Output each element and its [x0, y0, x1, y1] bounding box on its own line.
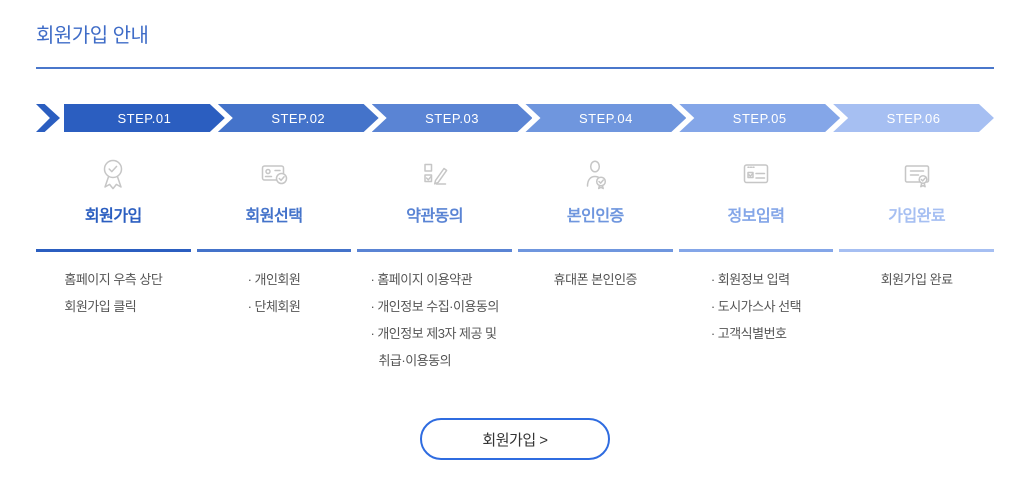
step-banner-label: STEP.02: [271, 110, 326, 126]
step-label: 약관동의: [406, 208, 464, 225]
step-description-line: 회원가입 클릭: [64, 293, 162, 320]
button-row: 회원가입 >: [36, 418, 994, 460]
step-description-text: 단체회원: [254, 299, 301, 314]
step-description-text: 회원가입 클릭: [64, 299, 137, 314]
step-underline: [518, 249, 673, 252]
browser-form-icon: [679, 152, 834, 198]
step-description-text: 도시가스사 선택: [717, 299, 802, 314]
step-description-line: ·고객식별번호: [711, 320, 801, 347]
step-description-line: 휴대폰 본인인증: [553, 266, 638, 293]
step-column: 약관동의·홈페이지 이용약관·개인정보 수집·이용동의·개인정보 제3자 제공 …: [357, 152, 512, 374]
step-banner: STEP.03: [372, 104, 533, 132]
step-description-text: 회원가입 완료: [880, 272, 953, 287]
step-label: 본인인증: [566, 208, 624, 225]
certificate-icon: [839, 152, 994, 198]
step-description-text: 개인회원: [254, 272, 301, 287]
title-divider: [36, 67, 994, 69]
step-description-text: 개인정보 제3자 제공 및: [377, 326, 497, 341]
step-description-line: 회원가입 완료: [881, 266, 953, 293]
bullet-dot: ·: [370, 299, 375, 314]
step-banner: STEP.06: [833, 104, 994, 132]
steps-banner-row: STEP.01 STEP.02 STEP.03 STEP.04 STEP.05 STEP.…: [36, 104, 994, 132]
step-description-text: 개인정보 수집·이용동의: [377, 299, 499, 314]
step-label: 회원선택: [245, 208, 303, 225]
bullet-dot: ·: [247, 272, 252, 287]
step-description-line: ·개인회원: [248, 266, 301, 293]
bullet-dot: ·: [710, 299, 715, 314]
signup-button[interactable]: 회원가입 >: [420, 418, 610, 460]
page-title: 회원가입 안내: [36, 25, 149, 47]
step-description-text: 회원정보 입력: [717, 272, 790, 287]
step-banner-label: STEP.04: [578, 110, 633, 126]
step-label: 정보입력: [727, 208, 785, 225]
step-label: 회원가입: [84, 208, 142, 225]
step-description-line: ·도시가스사 선택: [710, 293, 802, 320]
lead-chevron-icon: [36, 104, 60, 132]
award-ribbon-icon: [36, 152, 191, 198]
step-underline: [678, 249, 834, 252]
bullet-dot: ·: [710, 272, 715, 287]
step-description-line: ·개인정보 수집·이용동의: [370, 293, 499, 320]
person-verification-icon: [518, 152, 673, 198]
step-description-line: ·홈페이지 이용약관: [370, 266, 498, 293]
step-banner-label: STEP.06: [886, 110, 941, 126]
step-description-text: 취급·이용동의: [378, 353, 452, 368]
step-description-text: 홈페이지 이용약관: [377, 272, 473, 287]
step-description-line: ·회원정보 입력: [711, 266, 801, 293]
step-description-line: ·개인정보 제3자 제공 및: [370, 320, 498, 347]
step-banner: STEP.05: [679, 104, 840, 132]
step-banner-label: STEP.05: [732, 110, 787, 126]
step-description-line: 취급·이용동의: [370, 347, 498, 374]
bullet-dot: ·: [247, 299, 252, 314]
step-banner-label: STEP.03: [425, 110, 479, 126]
step-column: 정보입력·회원정보 입력·도시가스사 선택·고객식별번호: [678, 152, 834, 374]
step-underline: [36, 249, 191, 252]
step-label: 가입완료: [888, 208, 946, 225]
bullet-dot: ·: [710, 326, 715, 341]
step-banner: STEP.02: [218, 104, 379, 132]
step-description-text: 휴대폰 본인인증: [553, 272, 638, 287]
step-column: 회원선택·개인회원·단체회원: [196, 152, 352, 374]
step-underline: [357, 249, 512, 252]
step-underline: [196, 249, 352, 252]
step-banner: STEP.01: [64, 104, 225, 132]
bullet-dot: ·: [370, 326, 375, 341]
step-description-line: ·단체회원: [248, 293, 301, 320]
step-banner: STEP.04: [525, 104, 686, 132]
step-description-text: 홈페이지 우측 상단: [64, 272, 163, 287]
step-description-line: 홈페이지 우측 상단: [64, 266, 162, 293]
step-banner-label: STEP.01: [117, 110, 172, 126]
step-description-text: 고객식별번호: [717, 326, 787, 341]
terms-checklist-pen-icon: [357, 152, 512, 198]
membership-card-check-icon: [197, 152, 352, 198]
bullet-dot: ·: [370, 272, 375, 287]
step-underline: [839, 249, 994, 252]
